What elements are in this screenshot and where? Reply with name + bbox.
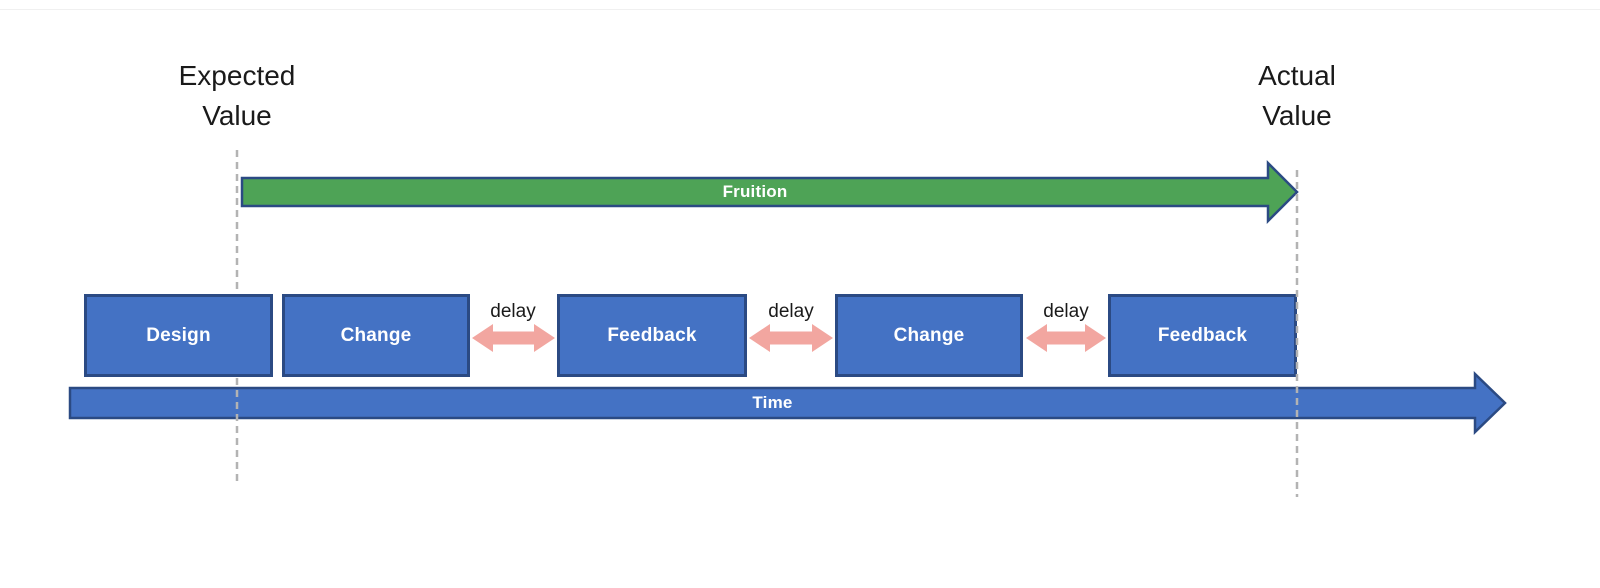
- change-box-2: Change: [835, 294, 1023, 377]
- delay-label-2: delay: [768, 301, 814, 322]
- delay-arrow-3: [1026, 324, 1106, 352]
- feedback-box-2: Feedback: [1108, 294, 1297, 377]
- feedback-box-2-label: Feedback: [1157, 324, 1248, 346]
- feedback-box-1: Feedback: [557, 294, 747, 377]
- delay-arrow-2: [749, 324, 833, 352]
- actual-value-label: Actual Value: [1258, 60, 1336, 131]
- delay-label-3: delay: [1043, 301, 1089, 322]
- fruition-arrow-label: Fruition: [722, 182, 788, 201]
- time-arrow-label: Time: [752, 393, 793, 412]
- page-top-divider: [0, 9, 1600, 10]
- expected-value-label: Expected Value: [178, 60, 296, 131]
- time-arrow: [68, 371, 1507, 435]
- fruition-arrow: [240, 159, 1299, 225]
- change-box-2-label: Change: [893, 324, 965, 346]
- feedback-box-1-label: Feedback: [607, 324, 697, 346]
- delay-label-1: delay: [490, 301, 536, 322]
- design-box: Design: [84, 294, 273, 377]
- delay-arrow-1: [472, 324, 555, 352]
- design-box-label: Design: [146, 324, 211, 346]
- change-box-1: Change: [282, 294, 470, 377]
- change-box-1-label: Change: [340, 324, 412, 346]
